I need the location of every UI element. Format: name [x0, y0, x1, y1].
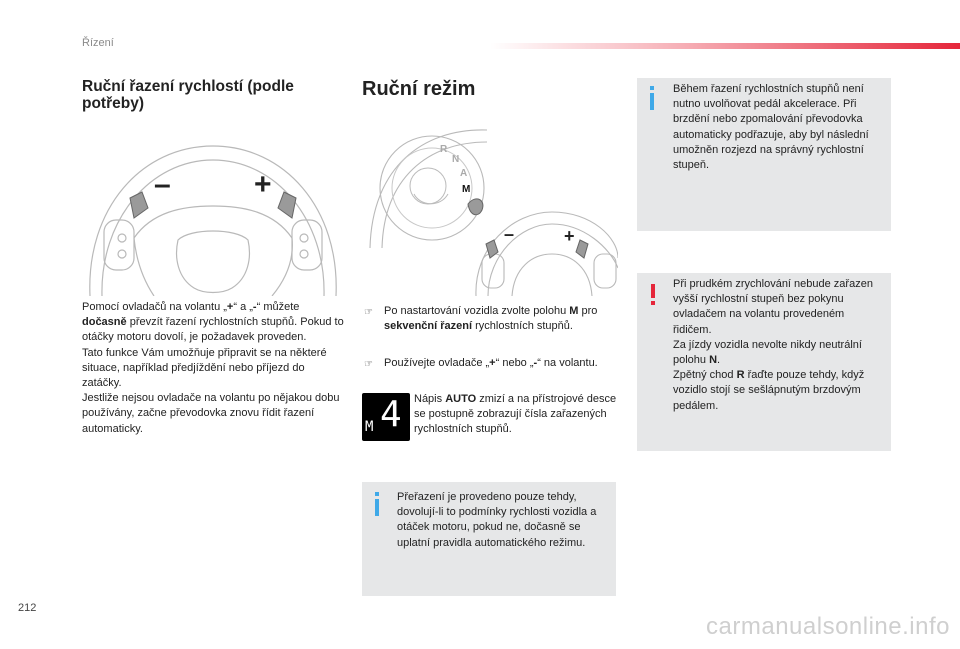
right-info-text: Během řazení rychlostních stupňů není nu…: [673, 83, 869, 172]
info-icon: [375, 492, 379, 496]
display-gear-number: 4: [380, 394, 402, 435]
steering-wheel-illustration: – +: [89, 145, 337, 296]
middle-heading: Ruční režim: [362, 78, 476, 100]
warning-line-1: Při prudkém zrychlování nebude zařazen v…: [673, 278, 873, 336]
left-heading: Ruční řazení rychlostí (podle potřeby): [82, 78, 294, 112]
gear-selector-illustration: R N A M – +: [369, 129, 618, 296]
instrument-display-icon: M 4: [362, 393, 410, 441]
header-accent-bar: [490, 43, 960, 49]
middle-bullets: ☞ Po nastartování vozidla zvolte polohu …: [364, 304, 618, 372]
page-number: 212: [18, 602, 37, 614]
display-description: Nápis AUTO zmizí a na přístrojové desce …: [414, 393, 617, 436]
right-info-box: Během řazení rychlostních stupňů není nu…: [637, 78, 891, 231]
wheel-minus-label: –: [154, 168, 171, 201]
mid-wheel-minus-label: –: [504, 224, 514, 244]
selector-letter-m: M: [462, 184, 470, 195]
wheel-plus-label: +: [254, 168, 272, 201]
left-paragraph-1: Pomocí ovladačů na volantu „+“ a „-“ můž…: [82, 301, 344, 344]
mid-wheel-plus-label: +: [564, 226, 575, 246]
selector-letter-r: R: [440, 144, 448, 155]
left-body: Pomocí ovladačů na volantu „+“ a „-“ můž…: [82, 300, 344, 437]
section-title: Řízení: [82, 37, 114, 49]
selector-letter-n: N: [452, 154, 459, 165]
selector-letter-a: A: [460, 168, 467, 179]
watermark: carmanualsonline.info: [706, 613, 950, 640]
info-icon: [650, 86, 654, 90]
warning-box: Při prudkém zrychlování nebude zařazen v…: [637, 273, 891, 451]
middle-info-text: Přeřazení je provedeno pouze tehdy, dovo…: [397, 491, 597, 549]
pointer-hand-icon: ☞: [364, 359, 373, 371]
pointer-hand-icon: ☞: [364, 307, 373, 318]
warning-icon: [651, 284, 655, 298]
warning-line-2: Za jízdy vozidla nevolte nikdy neutrální…: [673, 338, 862, 367]
left-paragraph-2: Tato funkce Vám umožňuje připravit se na…: [82, 346, 327, 390]
bullet-item-1: ☞ Po nastartování vozidla zvolte polohu …: [364, 305, 598, 333]
left-paragraph-3: Jestliže nejsou ovladače na volantu po n…: [82, 392, 340, 435]
warning-text: Při prudkém zrychlování nebude zařazen v…: [673, 277, 885, 414]
warning-line-3: Zpětný chod R řaďte pouze tehdy, když vo…: [673, 369, 865, 412]
middle-info-box: Přeřazení je provedeno pouze tehdy, dovo…: [362, 482, 616, 596]
bullet-item-2: ☞ Používejte ovladače „+“ nebo „-“ na vo…: [364, 356, 618, 371]
display-mode-letter: M: [365, 419, 374, 435]
